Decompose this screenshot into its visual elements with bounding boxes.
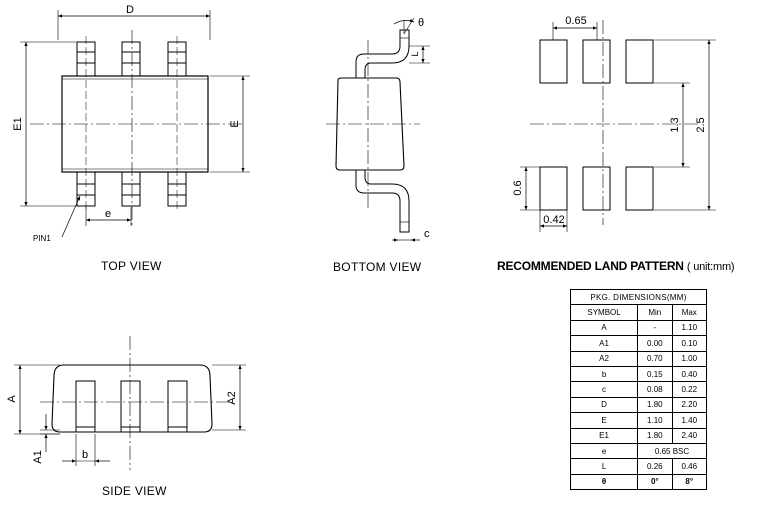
land-pads-upper: [539, 39, 654, 84]
dim-A1: A1: [32, 450, 44, 463]
land-pattern-unit: ( unit:mm): [686, 261, 735, 273]
dim-e: e: [105, 208, 111, 220]
dim-pad-width: 0.42: [543, 214, 564, 226]
cell-max: 0.40: [671, 365, 708, 383]
table-title: PKG. DIMENSIONS(MM): [570, 288, 707, 306]
header-max: Max: [671, 304, 708, 321]
table-title-row: PKG. DIMENSIONS(MM): [570, 288, 707, 306]
cell-span: 0.65 BSC: [637, 442, 707, 460]
side-view: [14, 336, 246, 470]
top-leads-upper: [76, 41, 187, 77]
pin1-label: PIN1: [33, 234, 51, 243]
dim-L: L: [410, 51, 420, 56]
dimensions-table: PKG. DIMENSIONS(MM) SYMBOL Min Max A-1.1…: [569, 288, 708, 491]
dim-E: E: [229, 120, 241, 127]
cell-max: 0.22: [671, 381, 708, 398]
cell-symbol: L: [569, 458, 639, 475]
cell-symbol: A1: [569, 335, 639, 352]
cell-min: 0.15: [637, 365, 673, 383]
cell-min: 0.26: [637, 458, 673, 475]
cell-max: 1.10: [671, 319, 708, 337]
dim-A: A: [6, 395, 18, 403]
cell-symbol: b: [569, 365, 639, 383]
dim-pitch: 0.65: [565, 15, 586, 27]
cell-max: 2.20: [671, 396, 708, 414]
land-pattern: [520, 20, 716, 232]
cell-symbol: A2: [569, 350, 639, 367]
top-view-title: TOP VIEW: [101, 259, 162, 273]
dim-pad-length: 0.6: [512, 180, 524, 195]
side-view-title: SIDE VIEW: [102, 484, 167, 498]
cell-min: -: [637, 319, 673, 337]
dim-D: D: [126, 4, 134, 16]
cell-min: 0°: [637, 473, 673, 491]
dim-total: 2.5: [695, 117, 707, 132]
cell-max: 1.00: [671, 350, 708, 367]
cell-symbol: θ: [569, 473, 639, 491]
dim-row-gap: 1.3: [669, 117, 681, 132]
table-row: A-1.10: [569, 319, 708, 337]
cell-symbol: E1: [569, 427, 639, 444]
cell-symbol: D: [569, 396, 639, 414]
cell-max: 1.40: [671, 412, 708, 429]
top-leads-lower: [76, 171, 187, 207]
top-view: [20, 10, 250, 238]
cell-symbol: A: [569, 319, 639, 337]
side-leads: [75, 380, 188, 433]
land-pattern-title: RECOMMENDED LAND PATTERN ( unit:mm): [497, 259, 735, 273]
cell-min: 0.70: [637, 350, 673, 367]
land-pads-lower: [539, 166, 654, 211]
cell-min: 1.80: [637, 396, 673, 414]
bottom-view: [326, 17, 430, 242]
dim-c: c: [424, 228, 430, 240]
cell-symbol: e: [569, 442, 639, 460]
cell-max: 0.10: [671, 335, 708, 352]
cell-max: 2.40: [671, 427, 708, 444]
table-header-row: SYMBOL Min Max: [569, 304, 708, 321]
cell-min: 0.08: [637, 381, 673, 398]
side-body: [51, 364, 213, 433]
bottom-body: [335, 77, 405, 171]
cell-min: 1.10: [637, 412, 673, 429]
cell-min: 1.80: [637, 427, 673, 444]
dim-A2: A2: [226, 391, 238, 404]
cell-min: 0.00: [637, 335, 673, 352]
dim-b: b: [82, 449, 88, 461]
cell-symbol: c: [569, 381, 639, 398]
header-min: Min: [637, 304, 673, 321]
cell-max: 8°: [671, 473, 708, 491]
dim-E1: E1: [12, 117, 24, 130]
bottom-view-title: BOTTOM VIEW: [333, 260, 422, 274]
dim-theta: θ: [418, 17, 424, 29]
cell-symbol: E: [569, 412, 639, 429]
land-pattern-title-text: RECOMMENDED LAND PATTERN: [497, 259, 684, 273]
cell-max: 0.46: [671, 458, 708, 475]
header-symbol: SYMBOL: [569, 304, 639, 321]
